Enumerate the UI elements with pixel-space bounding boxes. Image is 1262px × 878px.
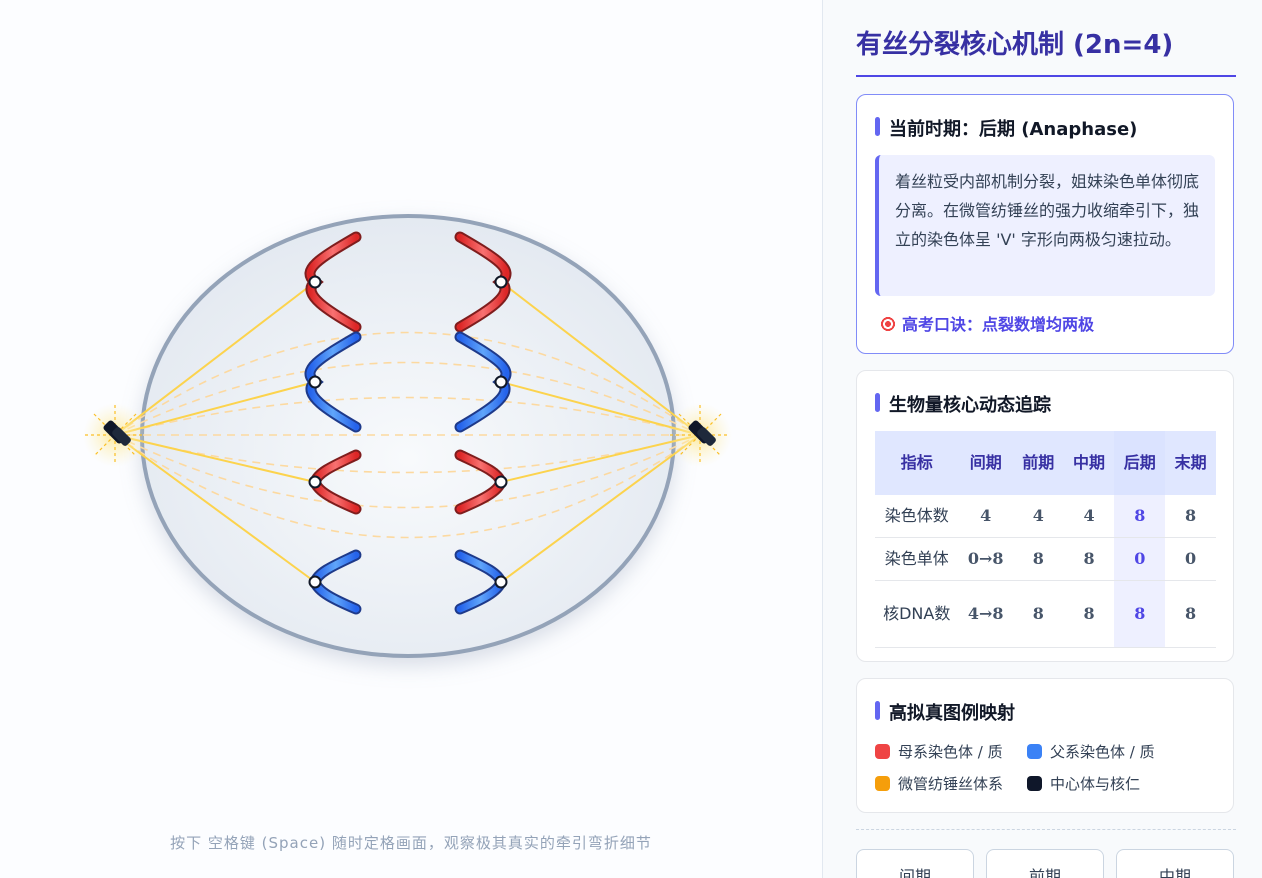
legend-label: 父系染色体 / 质: [1050, 743, 1155, 761]
table-row: 染色体数 4 4 4 8 8: [875, 495, 1216, 538]
info-panel: 有丝分裂核心机制 (2n=4) 当前时期：后期 (Anaphase) 着丝粒受内…: [822, 0, 1262, 878]
legend-item-spindle: 微管纺锤丝体系: [875, 773, 1003, 794]
legend-item-maternal: 母系染色体 / 质: [875, 741, 1003, 762]
table-cell: 8: [1165, 580, 1216, 648]
row-metric: 核DNA数: [875, 580, 959, 648]
header-telophase: 末期: [1165, 431, 1216, 495]
tracker-card: 生物量核心动态追踪 指标 间期 前期 中期 后期 末期 染色体数 4 4 4: [856, 370, 1234, 662]
table-cell: 8: [1012, 537, 1064, 581]
current-phase-card: 当前时期：后期 (Anaphase) 着丝粒受内部机制分裂，姐妹染色单体彻底分离…: [856, 94, 1234, 354]
table-cell: 8: [1063, 580, 1115, 648]
header-metric: 指标: [875, 431, 959, 495]
legend-swatch: [875, 776, 890, 791]
legend-swatch: [1027, 744, 1042, 759]
header-metaphase: 中期: [1063, 431, 1115, 495]
centrosome-left: [83, 403, 147, 467]
table-cell: 8: [1165, 495, 1216, 538]
table-cell: 4: [1012, 495, 1064, 538]
table-row: 染色单体 0→8 8 8 0 0: [875, 537, 1216, 581]
table-cell: 4: [958, 495, 1013, 538]
row-metric: 染色体数: [875, 495, 959, 538]
mnemonic-text: 高考口诀：点裂数增均两极: [902, 315, 1095, 334]
legend-item-paternal: 父系染色体 / 质: [1027, 741, 1155, 762]
phase-button-prophase[interactable]: 前期: [986, 849, 1104, 878]
page-title: 有丝分裂核心机制 (2n=4): [856, 24, 1236, 77]
table-cell-highlight: 8: [1114, 495, 1166, 538]
legend-label: 中心体与核仁: [1050, 775, 1141, 793]
table-cell: 0→8: [958, 537, 1013, 581]
legend-item-centrosome: 中心体与核仁: [1027, 773, 1140, 794]
legend-swatch: [1027, 776, 1042, 791]
pause-hint: 按下 空格键 (Space) 随时定格画面，观察极其真实的牵引弯折细节: [170, 834, 652, 852]
table-cell: 8: [1063, 537, 1115, 581]
phase-description: 着丝粒受内部机制分裂，姐妹染色单体彻底分离。在微管纺锤丝的强力收缩牵引下，独立的…: [875, 155, 1215, 296]
legend-label: 微管纺锤丝体系: [898, 775, 1004, 793]
centrosome-right: [668, 403, 732, 467]
cell-diagram: [83, 214, 732, 658]
table-cell: 4: [1063, 495, 1115, 538]
legend-label: 母系染色体 / 质: [898, 743, 1003, 761]
table-cell-highlight: 0: [1114, 537, 1166, 581]
cell-membrane: [140, 214, 676, 658]
target-icon: [879, 315, 897, 333]
table-row: 核DNA数 4→8 8 8 8 8: [875, 580, 1216, 648]
legend-card: 高拟真图例映射 母系染色体 / 质 父系染色体 / 质 微管纺锤丝体系 中心体与…: [856, 678, 1234, 813]
table-cell: 8: [1012, 580, 1064, 648]
kinetochore-fibers: [114, 281, 701, 583]
mnemonic: 高考口诀：点裂数增均两极: [879, 311, 1094, 335]
header-anaphase: 后期: [1114, 431, 1166, 495]
centromeres: [308, 275, 508, 589]
legend-title: 高拟真图例映射: [875, 699, 1015, 725]
tracker-table: 指标 间期 前期 中期 后期 末期 染色体数 4 4 4 8 8: [875, 431, 1216, 648]
table-cell: 0: [1165, 537, 1216, 581]
row-metric: 染色单体: [875, 537, 959, 581]
legend-swatch: [875, 744, 890, 759]
phase-button-interphase[interactable]: 间期: [856, 849, 974, 878]
phase-button-metaphase[interactable]: 中期: [1116, 849, 1234, 878]
table-cell: 4→8: [958, 580, 1013, 648]
tracker-title: 生物量核心动态追踪: [875, 391, 1051, 417]
header-interphase: 间期: [958, 431, 1013, 495]
spindle-arcs: [114, 331, 701, 539]
header-prophase: 前期: [1012, 431, 1064, 495]
cell-stage[interactable]: 按下 空格键 (Space) 随时定格画面，观察极其真实的牵引弯折细节: [0, 0, 822, 878]
table-cell-highlight: 8: [1114, 580, 1166, 648]
divider: [856, 829, 1236, 830]
table-header-row: 指标 间期 前期 中期 后期 末期: [875, 431, 1216, 495]
current-phase-title: 当前时期：后期 (Anaphase): [875, 115, 1137, 141]
